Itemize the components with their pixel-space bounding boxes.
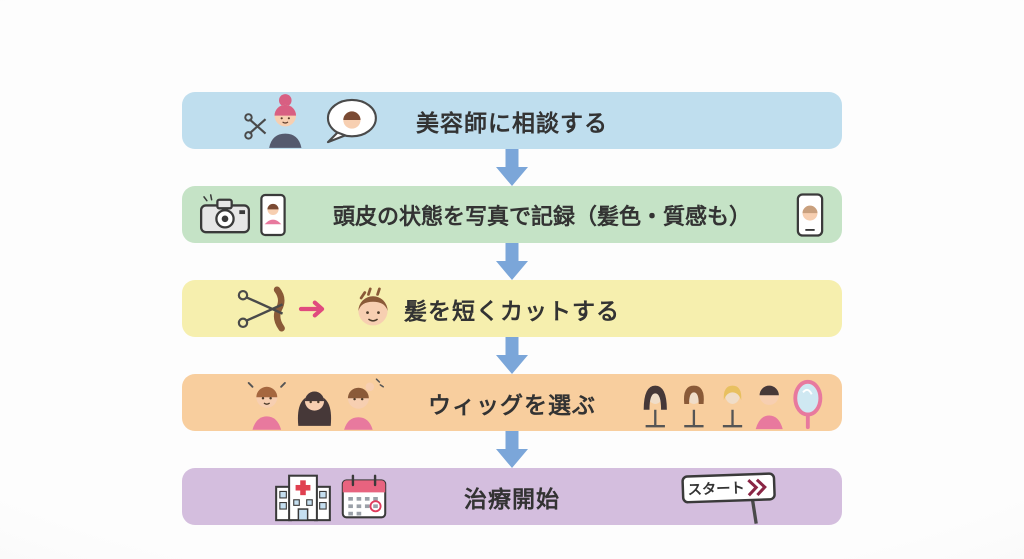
down-arrow <box>494 337 530 374</box>
flow-diagram: 美容師に相談する 頭皮の状態を写真で記録（髪色・質感も） <box>182 0 842 525</box>
hand-mirror-icon <box>793 379 823 429</box>
step-2-icons-left <box>198 193 286 237</box>
step-1-icons <box>244 93 378 148</box>
down-arrow <box>494 149 530 186</box>
wig-stands-icon <box>643 379 823 429</box>
step-5-icons-left <box>274 472 388 522</box>
step-4-icons-right <box>638 375 828 431</box>
step-cut-hair: 髪を短くカットする <box>182 280 842 337</box>
down-arrow <box>494 243 530 280</box>
step-choose-wig: ウィッグを選ぶ <box>182 374 842 431</box>
pink-arrow-icon <box>298 299 325 318</box>
speech-bubble-icon <box>326 98 377 143</box>
calendar-icon <box>341 474 387 518</box>
phone-face-icon <box>796 192 824 237</box>
step-5-icons-right: スタート <box>680 470 780 524</box>
step-consult-stylist: 美容師に相談する <box>182 92 842 149</box>
hospital-icon <box>275 474 331 521</box>
step-2-icons-right <box>796 192 824 238</box>
step-label: 美容師に相談する <box>416 110 608 137</box>
start-sign-label: スタート <box>687 479 745 498</box>
women-group-icon <box>247 377 384 430</box>
short-hair-head-icon <box>358 287 388 325</box>
step-label: 治療開始 <box>464 486 560 513</box>
start-sign-icon: スタート <box>681 471 776 524</box>
camera-icon <box>199 193 251 233</box>
step-3-icons <box>234 285 394 333</box>
step-start-treatment: 治療開始 スタート <box>182 468 842 525</box>
step-photo-record: 頭皮の状態を写真で記録（髪色・質感も） <box>182 186 842 243</box>
scissors-cutting-hair-icon <box>237 285 325 332</box>
step-label: ウィッグを選ぶ <box>428 392 596 419</box>
down-arrow <box>494 431 530 468</box>
step-4-icons-left <box>242 376 387 430</box>
step-label: 髪を短くカットする <box>404 298 620 325</box>
phone-photo-icon <box>260 193 286 236</box>
hairdresser-icon <box>244 93 302 148</box>
step-label: 頭皮の状態を写真で記録（髪色・質感も） <box>332 204 751 230</box>
